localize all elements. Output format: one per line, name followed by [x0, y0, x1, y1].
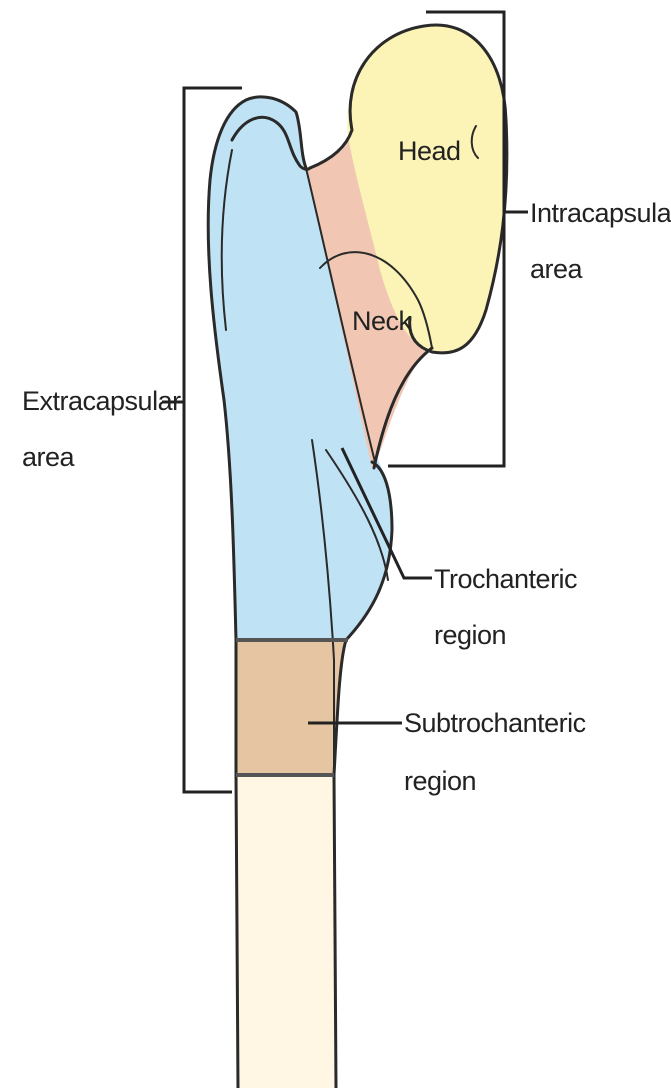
- intracapsular-label-line1: Intracapsular: [530, 198, 671, 228]
- intracapsular-label-line2: area: [530, 254, 584, 284]
- trochanteric-label-line1: Trochanteric: [434, 564, 577, 594]
- extracapsular-label-line2: area: [22, 442, 76, 472]
- neck-label: Neck: [352, 306, 413, 336]
- trochanteric-label-line2: region: [434, 620, 506, 650]
- extracapsular-label-line1: Extracapsular: [22, 386, 181, 416]
- shaft-region: [236, 775, 336, 1088]
- subtrochanteric-label-line1: Subtrochanteric: [404, 708, 586, 738]
- subtrochanteric-region-shape: [236, 640, 346, 775]
- head-label: Head: [398, 136, 461, 166]
- subtrochanteric-label-line2: region: [404, 766, 476, 796]
